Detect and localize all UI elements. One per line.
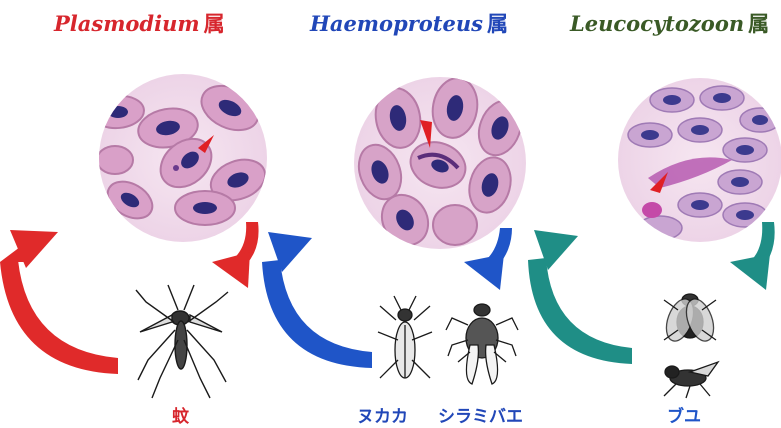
vector-label-mosquito: 蚊: [172, 402, 189, 427]
black-fly-icon: [661, 294, 719, 398]
biting-midge-icon: [378, 296, 432, 378]
louse-fly-icon: [446, 304, 518, 384]
vector-label-black-fly: ブユ: [667, 402, 701, 427]
blood-smear-image: [352, 75, 529, 254]
cycle-arrow-icon: [262, 232, 372, 368]
cycle-arrow-icon: [0, 230, 118, 374]
vector-label-biting-midge: ヌカカ: [357, 402, 408, 427]
cycle-arrow-icon: [528, 230, 632, 364]
mosquito-icon: [136, 285, 228, 398]
blood-smear-image: [618, 78, 781, 242]
vector-label-louse-fly: シラミバエ: [438, 402, 523, 427]
blood-smear-image: [91, 74, 271, 242]
